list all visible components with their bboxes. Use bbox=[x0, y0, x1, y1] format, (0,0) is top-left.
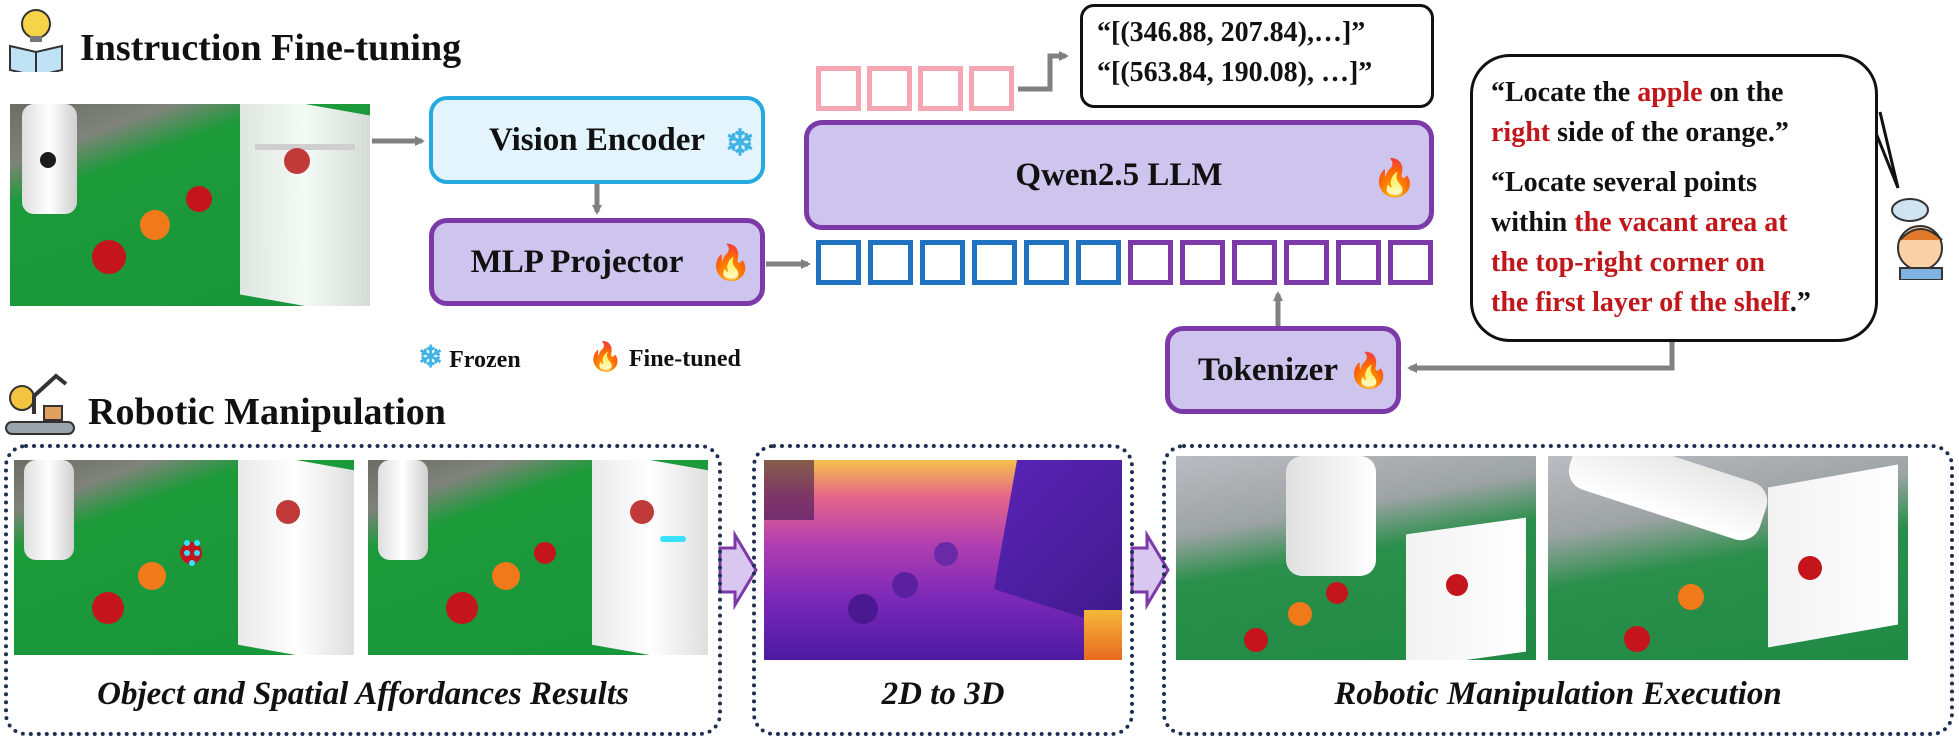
legend-frozen: ❄ Frozen bbox=[418, 341, 521, 374]
mlp-projector-box: MLP Projector 🔥 bbox=[429, 218, 765, 306]
snowflake-icon: ❄ bbox=[724, 123, 755, 163]
arrow-output-tokens-to-text bbox=[1018, 51, 1069, 92]
output-token-row bbox=[816, 66, 1014, 111]
text-token bbox=[1128, 240, 1173, 285]
instruction-2-line-4: the first layer of the shelf.” bbox=[1491, 287, 1811, 318]
visual-token bbox=[920, 240, 965, 285]
flame-icon: 🔥 bbox=[709, 245, 752, 282]
instruction-2-line-2: within the vacant area at bbox=[1491, 207, 1788, 238]
visual-token bbox=[816, 240, 861, 285]
execution-caption: Robotic Manipulation Execution bbox=[1334, 676, 1782, 712]
snowflake-icon: ❄ bbox=[418, 341, 444, 374]
llm-box: Qwen2.5 LLM 🔥 bbox=[804, 120, 1434, 230]
mlp-projector-label: MLP Projector bbox=[470, 243, 684, 280]
execution-photo-2 bbox=[1548, 456, 1908, 660]
output-token bbox=[867, 66, 912, 111]
robotic-title: Robotic Manipulation bbox=[88, 391, 446, 433]
tokenizer-box: Tokenizer 🔥 bbox=[1165, 326, 1401, 414]
output-coordinates-box: “[(346.88, 207.84),…]” “[(563.84, 190.08… bbox=[1080, 4, 1434, 108]
llm-label: Qwen2.5 LLM bbox=[1015, 156, 1223, 193]
lightbulb-book-icon bbox=[9, 9, 63, 72]
legend-fine-tuned: 🔥 Fine-tuned bbox=[588, 342, 741, 373]
instruction-2-line-3: the top-right corner on bbox=[1491, 247, 1765, 278]
vision-encoder-label: Vision Encoder bbox=[488, 121, 706, 158]
depth-panel bbox=[752, 444, 1134, 736]
execution-photo-1 bbox=[1176, 456, 1536, 660]
text-token bbox=[1336, 240, 1381, 285]
flame-icon: 🔥 bbox=[588, 342, 623, 373]
input-token-row bbox=[816, 240, 1433, 285]
visual-token bbox=[868, 240, 913, 285]
instruction-1-line-1: “Locate the apple on the bbox=[1491, 77, 1784, 108]
depth-map-image bbox=[764, 460, 1122, 660]
output-token bbox=[918, 66, 963, 111]
robot-arm-icon bbox=[5, 373, 75, 435]
chevron-arrow-1 bbox=[718, 529, 758, 611]
flame-icon: 🔥 bbox=[1347, 353, 1390, 390]
instruction-1-line-2: right side of the orange.” bbox=[1491, 117, 1789, 148]
output-token bbox=[969, 66, 1014, 111]
text-token bbox=[1232, 240, 1277, 285]
affordance-caption: Object and Spatial Affordances Results bbox=[97, 676, 629, 712]
output-token bbox=[816, 66, 861, 111]
execution-panel bbox=[1162, 444, 1954, 736]
chevron-arrow-2 bbox=[1130, 529, 1170, 611]
scene-photo bbox=[10, 104, 370, 306]
depth-caption: 2D to 3D bbox=[881, 676, 1005, 712]
flame-icon: 🔥 bbox=[1372, 158, 1417, 198]
instruction-title: Instruction Fine-tuning bbox=[80, 27, 462, 69]
visual-token bbox=[1076, 240, 1121, 285]
text-token bbox=[1388, 240, 1433, 285]
output-line-2: “[(563.84, 190.08), …]” bbox=[1097, 57, 1373, 88]
instruction-bubble: “Locate the apple on the right side of t… bbox=[1470, 54, 1878, 342]
affordance-panel bbox=[4, 444, 722, 736]
affordance-photo-1 bbox=[14, 460, 354, 655]
thinking-person-icon bbox=[1891, 198, 1943, 280]
visual-token bbox=[972, 240, 1017, 285]
visual-token bbox=[1024, 240, 1069, 285]
tokenizer-label: Tokenizer bbox=[1198, 351, 1338, 388]
vision-encoder-box: Vision Encoder ❄ bbox=[429, 96, 765, 184]
text-token bbox=[1284, 240, 1329, 285]
arrow-bubble-to-tokenizer bbox=[1407, 336, 1675, 373]
output-line-1: “[(346.88, 207.84),…]” bbox=[1097, 17, 1366, 48]
instruction-2-line-1: “Locate several points bbox=[1491, 167, 1757, 198]
affordance-photo-2 bbox=[368, 460, 708, 655]
text-token bbox=[1180, 240, 1225, 285]
